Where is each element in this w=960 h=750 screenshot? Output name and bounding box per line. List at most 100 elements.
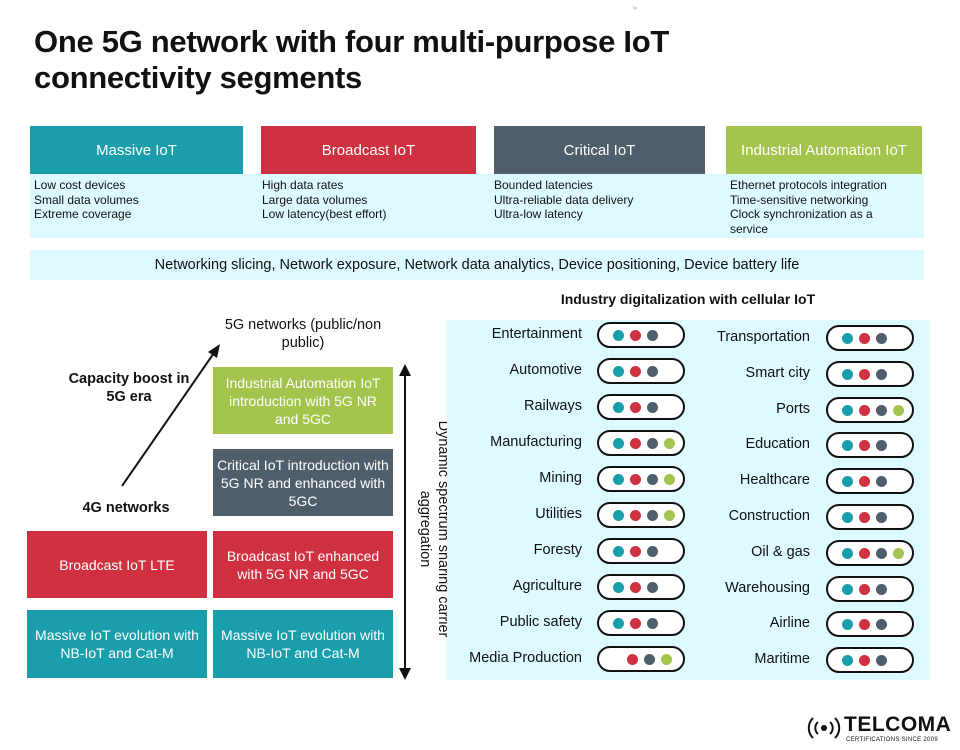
feature-text: Low latency(best effort) — [262, 207, 387, 221]
segment-dot-broadcast — [630, 330, 641, 341]
segment-dot-massive — [842, 583, 853, 595]
industry-name-mining: Mining — [539, 470, 582, 486]
feature-text: Low cost devices — [34, 178, 126, 192]
industry-segments-public-safety — [597, 610, 685, 636]
segment-header-massive: Massive IoT — [30, 126, 243, 174]
networks-5g-label: 5G networks (public/non public) — [224, 317, 382, 351]
segment-dot-broadcast — [859, 333, 870, 344]
segment-dot-broadcast — [859, 547, 870, 559]
common-features-bar: Networking slicing, Network exposure, Ne… — [30, 250, 924, 280]
industry-segments-utilities — [597, 502, 685, 528]
feature-text: Time-sensitive networking — [730, 192, 869, 207]
segment-dot-critical — [647, 366, 658, 377]
lte-box-broadcast: Broadcast IoT LTE — [27, 531, 207, 598]
feature-text: Ultra-reliable data delivery — [494, 192, 634, 207]
segment-dot-massive — [842, 440, 853, 452]
segment-dot-massive — [842, 404, 853, 416]
industry-segments-healthcare — [826, 468, 914, 495]
segment-dot-critical — [876, 404, 887, 416]
industry-name-media-production: Media Production — [469, 650, 582, 666]
segment-features-industrial: Ethernet protocols integration Time-sens… — [726, 174, 924, 238]
segment-dot-critical — [876, 619, 887, 631]
segment-dot-broadcast — [630, 402, 641, 413]
industry-name-manufacturing: Manufacturing — [490, 434, 582, 450]
feature-text: Large data volumes — [262, 192, 368, 207]
segment-features-broadcast: High data rates Large data volumes Low l… — [258, 174, 494, 238]
segment-dot-massive — [842, 476, 853, 488]
segment-dot-critical — [647, 474, 658, 485]
segment-header-industrial: Industrial Automation IoT — [726, 126, 922, 174]
segment-dot-broadcast — [630, 582, 641, 593]
segment-dot-broadcast — [630, 474, 641, 485]
feature-text: High data rates — [262, 178, 344, 192]
capacity-boost-label: Capacity boost in 5G era — [68, 371, 190, 405]
feature-text: Extreme coverage — [34, 207, 132, 221]
industry-name-airline: Airline — [769, 615, 810, 632]
industry-name-automotive: Automotive — [509, 362, 582, 378]
segment-dot-massive — [613, 366, 624, 377]
industry-segments-oil-gas — [826, 539, 914, 566]
industry-segments-media-production — [597, 646, 685, 672]
industry-segments-manufacturing — [597, 430, 685, 456]
segment-dot-broadcast — [859, 619, 870, 631]
segment-dot-massive — [613, 510, 624, 521]
networks-4g-label: 4G networks — [82, 500, 170, 516]
industry-name-smart-city: Smart city — [745, 364, 810, 381]
segment-dot-industrial — [664, 510, 675, 521]
lte-box-massive: Massive IoT evolution with NB-IoT and Ca… — [27, 610, 207, 678]
industry-segments-smart-city — [826, 360, 914, 387]
industry-segments-ports — [826, 396, 914, 423]
segment-dot-massive — [842, 368, 853, 380]
industry-segments-mining — [597, 466, 685, 492]
segment-dot-critical — [876, 655, 887, 667]
industry-name-agriculture: Agriculture — [512, 578, 582, 594]
nr-box-broadcast: Broadcast IoT enhanced with 5G NR and 5G… — [213, 531, 393, 598]
industry-name-healthcare: Healthcare — [739, 472, 810, 489]
segment-dot-critical — [647, 438, 658, 449]
segment-dot-massive — [613, 438, 624, 449]
segment-dot-massive — [842, 619, 853, 631]
segment-header-critical: Critical IoT — [494, 126, 705, 174]
industry-name-ports: Ports — [776, 400, 810, 417]
segment-dot-critical — [647, 546, 658, 557]
segment-dot-broadcast — [859, 404, 870, 416]
logo-tagline: CERTIFICATIONS SINCE 2009 — [846, 737, 938, 743]
industry-name-public-safety: Public safety — [499, 614, 582, 630]
segment-dot-critical — [876, 512, 887, 523]
industry-segments-airline — [826, 611, 914, 638]
industry-name-utilities: Utilities — [535, 506, 582, 522]
feature-text: Small data volumes — [34, 192, 139, 207]
segment-dot-industrial — [661, 654, 672, 665]
segment-dot-critical — [876, 547, 887, 559]
industry-segments-automotive — [597, 358, 685, 384]
industry-segments-agriculture — [597, 574, 685, 600]
segment-dot-critical — [647, 402, 658, 413]
industry-segments-warehousing — [826, 575, 914, 602]
industry-segments-construction — [826, 504, 914, 530]
segment-dot-critical — [876, 583, 887, 595]
industry-name-oil-gas: Oil & gas — [751, 543, 810, 560]
nr-box-critical: Critical IoT introduction with 5G NR and… — [213, 449, 393, 516]
industry-segments-entertainment — [597, 322, 685, 348]
industry-segments-maritime — [826, 647, 914, 674]
segment-dot-massive — [613, 402, 624, 413]
segment-dot-massive — [842, 655, 853, 667]
industry-name-warehousing: Warehousing — [725, 579, 810, 596]
segment-dot-massive — [613, 330, 624, 341]
feature-text: Ethernet protocols integration — [730, 178, 887, 192]
segment-dot-critical — [876, 368, 887, 380]
segment-dot-industrial — [893, 404, 904, 416]
industry-name-foresty: Foresty — [533, 542, 582, 558]
segment-dot-critical — [876, 476, 887, 488]
segment-dot-massive — [613, 546, 624, 557]
segment-dot-broadcast — [630, 438, 641, 449]
segment-dot-critical — [876, 333, 887, 344]
industry-segments-railways — [597, 394, 685, 420]
segment-dot-massive — [613, 618, 624, 629]
nr-box-industrial: Industrial Automation IoT introduction w… — [213, 367, 393, 434]
segment-dot-critical — [647, 618, 658, 629]
spectrum-sharing-label: Dynamic spectrum sharing carrier aggrega… — [417, 420, 451, 638]
segment-dot-broadcast — [859, 655, 870, 667]
industry-name-construction: Construction — [728, 508, 810, 524]
